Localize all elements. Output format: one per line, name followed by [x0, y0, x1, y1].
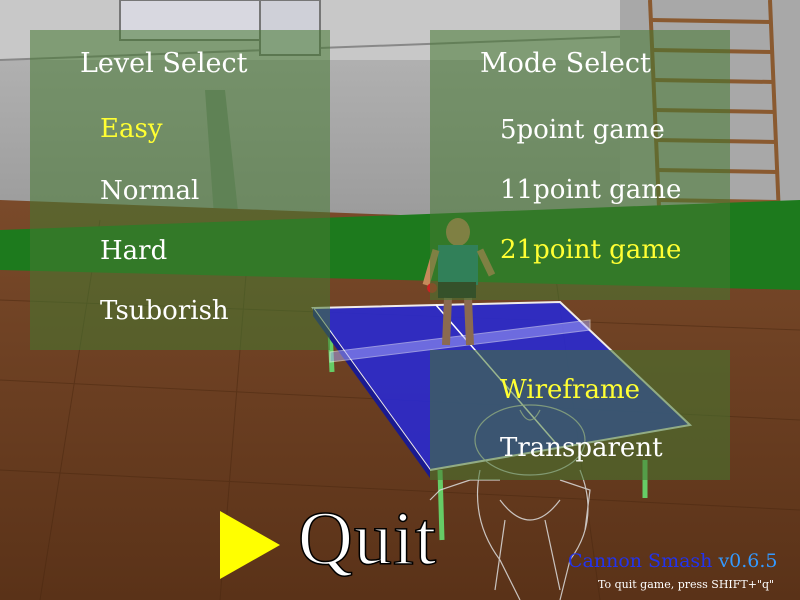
quit-button[interactable]: Quit — [218, 496, 458, 585]
render-options-panel: Wireframe Transparent — [430, 350, 730, 480]
play-triangle-icon — [220, 511, 280, 579]
wireframe-option[interactable]: Wireframe — [500, 375, 640, 405]
level-hard-option[interactable]: Hard — [100, 236, 168, 266]
mode-5point-option[interactable]: 5point game — [500, 115, 665, 145]
quit-hint-text: To quit game, press SHIFT+"q" — [598, 578, 775, 591]
table-net — [329, 319, 591, 363]
mode-select-panel: Mode Select 5point game 11point game 21p… — [430, 30, 730, 300]
brand-version: v0.6.5 — [712, 550, 778, 572]
level-easy-option[interactable]: Easy — [100, 114, 163, 144]
level-select-panel: Level Select Easy Normal Hard Tsuborish — [30, 30, 330, 350]
game-branding: Cannon Smash v0.6.5 — [568, 550, 778, 572]
level-normal-option[interactable]: Normal — [100, 176, 200, 206]
level-tsuborish-option[interactable]: Tsuborish — [100, 296, 229, 326]
mode-select-title: Mode Select — [480, 48, 651, 79]
quit-label: Quit — [297, 496, 438, 582]
mode-11point-option[interactable]: 11point game — [500, 175, 682, 205]
transparent-option[interactable]: Transparent — [500, 433, 663, 463]
brand-name: Cannon Smash — [568, 550, 713, 572]
level-select-title: Level Select — [80, 48, 248, 79]
mode-21point-option[interactable]: 21point game — [500, 235, 682, 265]
